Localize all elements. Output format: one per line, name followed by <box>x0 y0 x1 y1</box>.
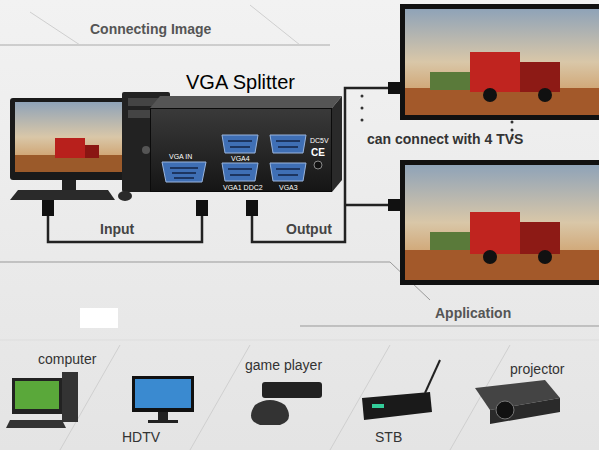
device-label: HDTV <box>122 430 160 445</box>
computer-illustration <box>10 92 170 201</box>
port-label: VGA IN <box>169 153 192 161</box>
cable-label: Input <box>100 222 134 237</box>
device-label: game player <box>245 358 322 373</box>
device-title: VGA Splitter <box>186 71 295 93</box>
splitter-box: VGA SplitterVGA INVGA4VGA1 DDC2VGA3DC5VC… <box>150 108 332 192</box>
device-label: computer <box>38 352 96 367</box>
cable-plugs <box>42 82 402 216</box>
white-patch <box>80 308 118 328</box>
vga-cables <box>48 88 390 242</box>
splitter-illustration <box>150 96 342 192</box>
note: can connect with 4 TVS <box>367 132 523 147</box>
port-label: VGA3 <box>279 184 298 192</box>
port-label: VGA4 <box>231 155 250 163</box>
port-label: VGA1 DDC2 <box>223 184 263 192</box>
device-label: projector <box>510 362 564 377</box>
power-label: DC5V <box>310 137 329 145</box>
decor-lines <box>0 5 599 450</box>
cable-label: Output <box>286 222 332 237</box>
ce-mark: CE <box>311 147 325 158</box>
device-label: STB <box>375 430 402 445</box>
section-heading: Connecting Image <box>90 22 211 37</box>
section-heading: Application <box>435 306 511 321</box>
